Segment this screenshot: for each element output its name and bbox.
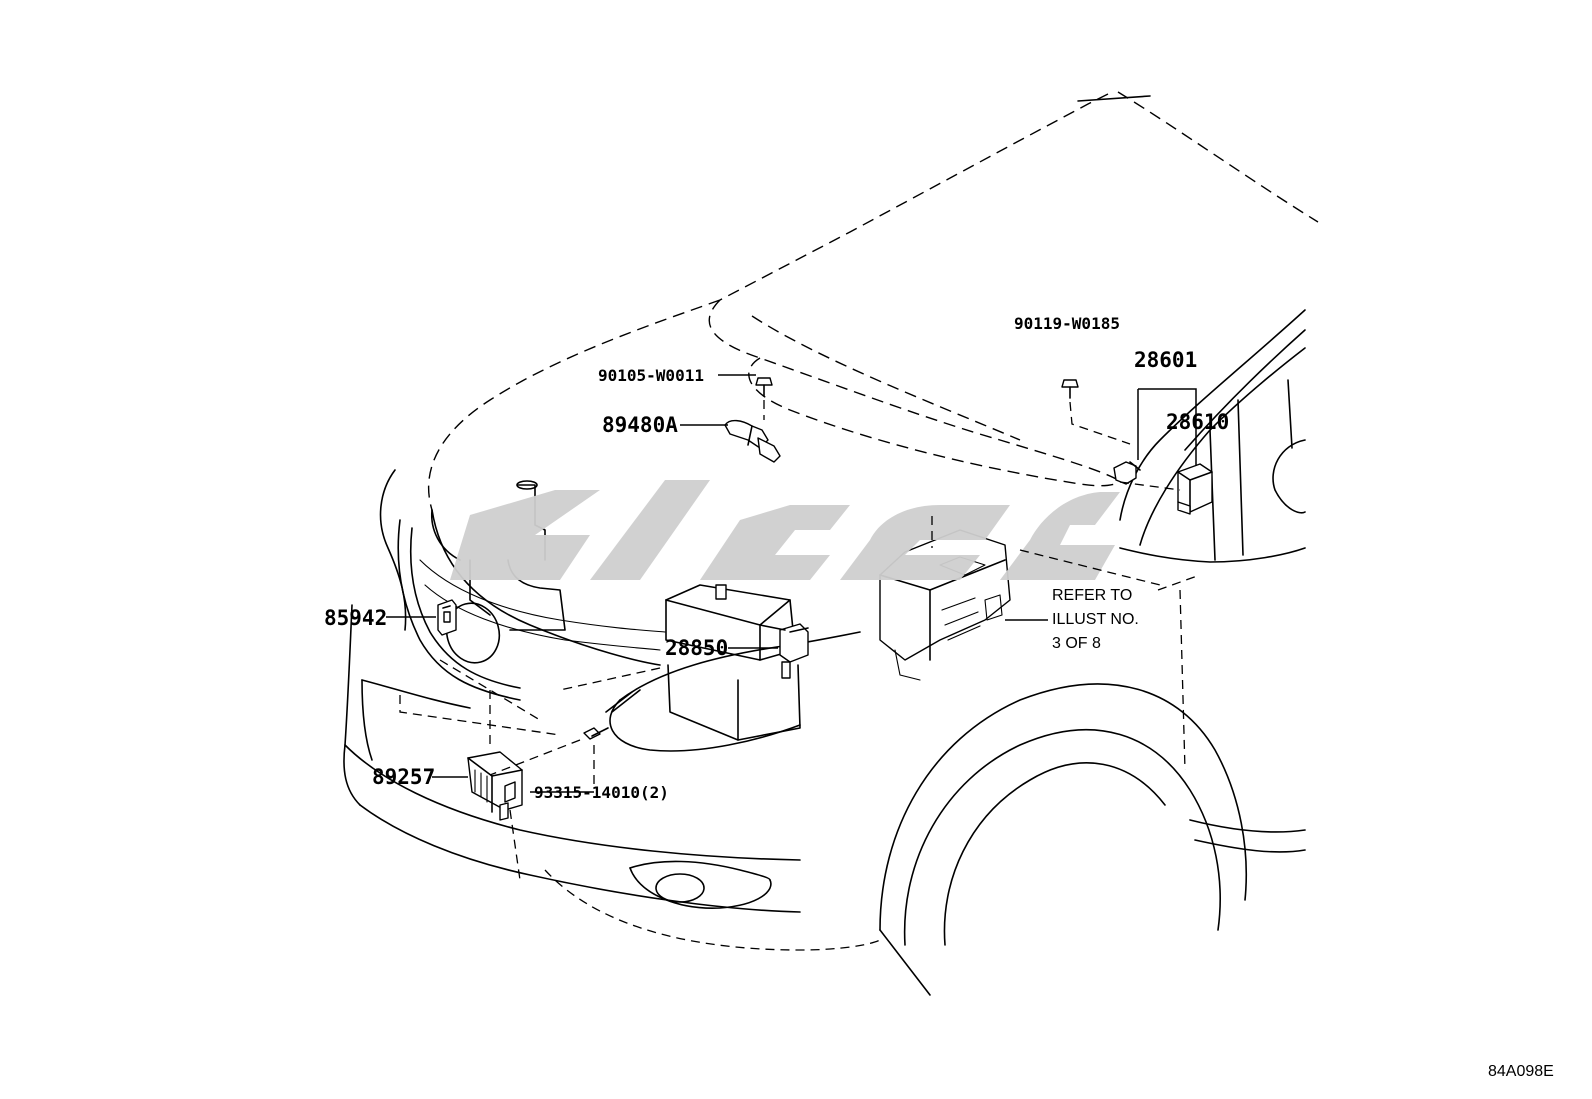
part-28850 (759, 623, 809, 679)
car-body-outline (343, 91, 1319, 996)
label-90119-W0185: 90119-W0185 (1014, 314, 1120, 333)
label-28850: 28850 (665, 636, 728, 660)
watermark-logo (450, 480, 1120, 580)
part-28601 (1113, 461, 1141, 485)
label-90105-W0011: 90105-W0011 (598, 366, 704, 385)
part-labels: 90105-W0011 89480A 85942 28850 89257 933… (324, 314, 1229, 802)
label-85942: 85942 (324, 606, 387, 630)
label-28610: 28610 (1166, 410, 1229, 434)
refer-note-line3: 3 OF 8 (1052, 635, 1101, 652)
illustration-code: 84A098E (1488, 1063, 1554, 1080)
sensor-89480a (724, 419, 781, 463)
leader-lines (386, 374, 1201, 793)
part-85942 (437, 599, 457, 636)
part-28610 (1177, 463, 1213, 515)
refer-note-line2: ILLUST NO. (1052, 611, 1139, 628)
bolt-93315 (583, 689, 641, 790)
bolt-90105 (755, 377, 773, 420)
label-93315-14010: 93315-14010(2) (534, 783, 669, 802)
label-89257: 89257 (372, 765, 435, 789)
bolt-90119 (1061, 379, 1131, 445)
part-89257 (467, 751, 523, 821)
label-28601: 28601 (1134, 348, 1197, 372)
label-89480A: 89480A (602, 413, 678, 437)
refer-note: REFER TO ILLUST NO. 3 OF 8 (1052, 587, 1139, 652)
refer-note-line1: REFER TO (1052, 587, 1132, 604)
